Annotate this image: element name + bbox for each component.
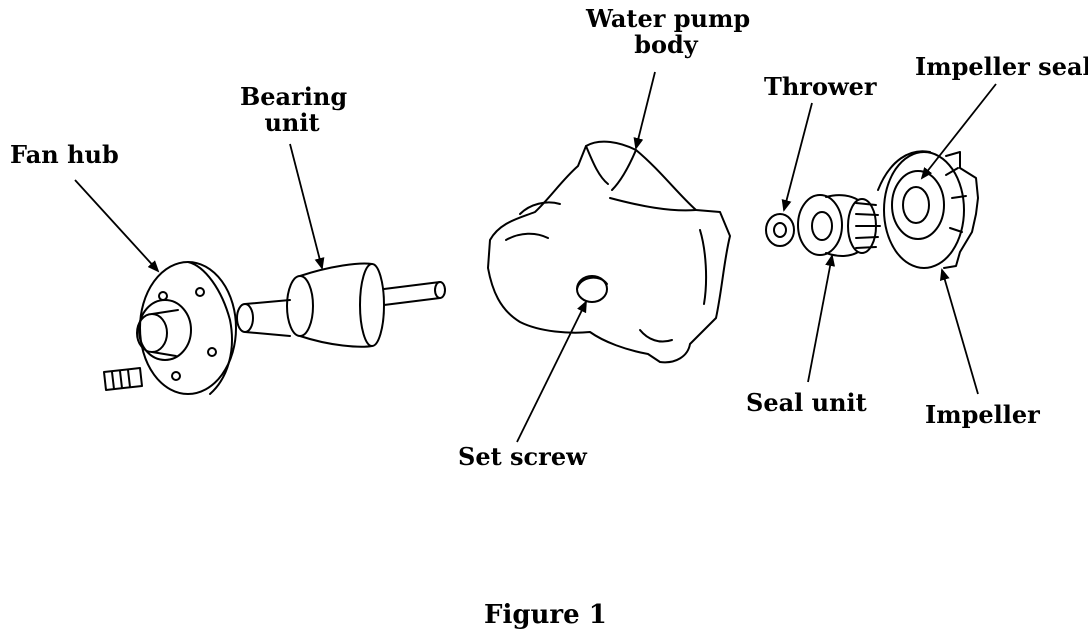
thrower-arrow [781,102,813,212]
seal-unit-label: Seal unit [746,388,867,417]
water-pump-body-label: Water pump body [586,4,751,59]
bearing-unit-label-line-1: Bearing [240,82,348,111]
impeller-seal-arrow [920,83,997,180]
thrower-part [765,213,795,247]
bearing-unit-arrow [289,143,325,270]
fan-hub-arrow [74,179,160,273]
seal-unit-arrow [807,254,836,383]
set-screw-arrow [516,300,587,443]
set-screw-label: Set screw [458,442,587,471]
water-pump-body-label-line-1: Water pump [586,4,751,33]
impeller-arrow [939,268,979,395]
impeller-part [877,150,979,269]
water-pump-body-arrow [633,71,656,150]
impeller-seal-label: Impeller seal [915,52,1088,81]
fan-hub-label: Fan hub [10,140,119,169]
bearing-unit-part [236,262,446,348]
thrower-label: Thrower [764,72,877,101]
impeller-label: Impeller [925,400,1040,429]
fan-hub-part [103,261,237,395]
figure-caption: Figure 1 [484,600,607,630]
bearing-unit-label-line-2: unit [264,108,320,137]
water-pump-body-label-line-2: body [634,30,698,59]
bearing-unit-label: Bearing unit [240,82,348,137]
seal-unit-part [797,194,881,257]
water-pump-body-part [487,140,731,364]
